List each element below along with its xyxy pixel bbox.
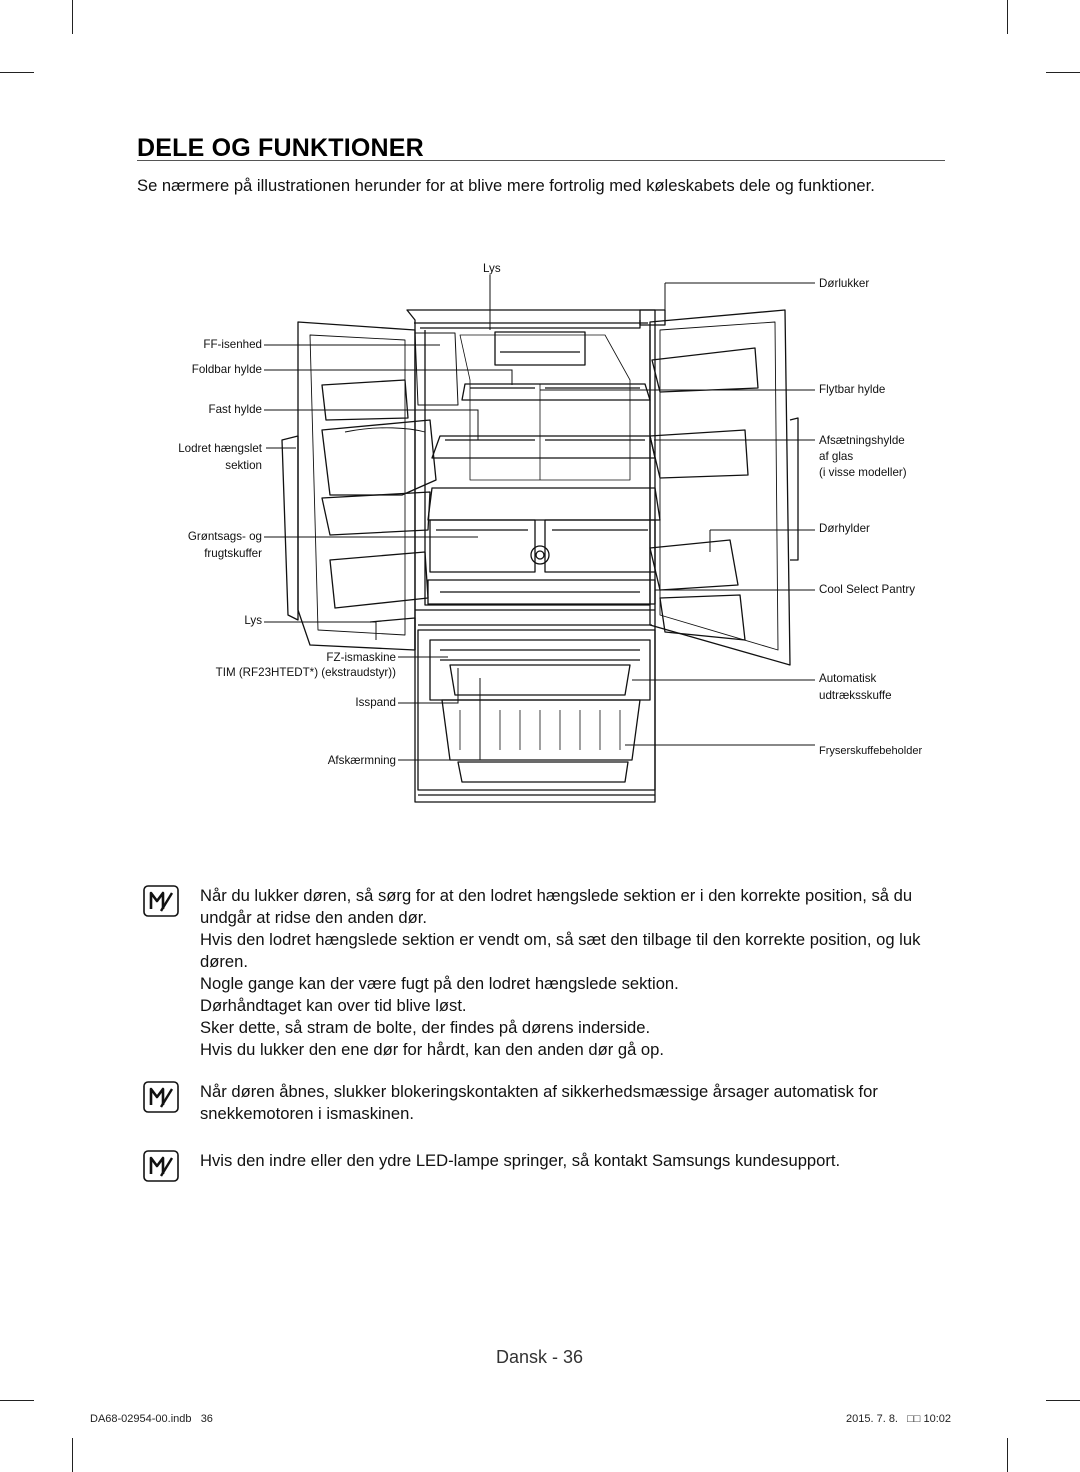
label-lodret-haengslet: Lodret hængslet sektion <box>178 442 262 473</box>
note-block: Hvis den indre eller den ydre LED-lampe … <box>143 1150 953 1186</box>
label-dorhylder: Dørhylder <box>819 522 870 535</box>
crop-mark <box>0 72 34 73</box>
label-line: sektion <box>225 459 262 472</box>
note-paragraph: Hvis den lodret hængslede sektion er ven… <box>200 930 921 971</box>
note-paragraph: Nogle gange kan der være fugt på den lod… <box>200 974 679 993</box>
note-paragraph: Når du lukker døren, så sørg for at den … <box>200 886 913 927</box>
crop-mark <box>1007 1438 1008 1472</box>
note-paragraph: Når døren åbnes, slukker blokeringskonta… <box>200 1082 878 1123</box>
label-flytbar-hylde: Flytbar hylde <box>819 383 886 396</box>
crop-mark <box>0 1400 34 1401</box>
label-cool-select: Cool Select Pantry <box>819 583 916 596</box>
label-foldbar-hylde: Foldbar hylde <box>191 363 262 376</box>
label-fz-ismaskine: FZ-ismaskine <box>326 651 396 664</box>
label-dorlukker: Dørlukker <box>819 277 870 290</box>
label-lys-top: Lys <box>483 262 501 275</box>
label-line: frugtskuffer <box>204 547 262 560</box>
note-paragraph: Dørhåndtaget kan over tid blive løst. <box>200 996 467 1015</box>
label-automatisk: Automatisk udtræksskuffe <box>819 672 892 703</box>
page-title: DELE OG FUNKTIONER <box>137 134 424 162</box>
label-tim: TIM (RF23HTEDT*) (ekstraudstyr)) <box>215 666 396 679</box>
label-line: Afsætningshylde <box>819 434 905 447</box>
label-fast-hylde: Fast hylde <box>208 403 263 416</box>
crop-mark <box>1046 1400 1080 1401</box>
label-line: Grøntsags- og <box>187 530 262 543</box>
label-line: udtræksskuffe <box>819 689 892 702</box>
note-icon <box>143 885 179 917</box>
footer-file: DA68-02954-00.indb 36 <box>90 1413 213 1425</box>
page-number: Dansk - 36 <box>496 1347 584 1367</box>
note-text: Når du lukker døren, så sørg for at den … <box>200 885 950 1061</box>
crop-mark <box>1046 72 1080 73</box>
label-line: af glas <box>819 450 854 463</box>
label-line: Automatisk <box>819 672 877 685</box>
label-afskaermning: Afskærmning <box>327 754 396 767</box>
note-paragraph: Hvis du lukker den ene dør for hårdt, ka… <box>200 1040 664 1059</box>
note-icon <box>143 1150 179 1182</box>
crop-mark <box>72 1438 73 1472</box>
label-grontsags: Grøntsags- og frugtskuffer <box>188 530 262 561</box>
label-isspand: Isspand <box>355 696 396 709</box>
label-ff-isenhed: FF-isenhed <box>203 338 262 351</box>
crop-mark <box>72 0 73 34</box>
label-line: Lodret hængslet <box>178 442 262 455</box>
label-line: (i visse modeller) <box>819 466 907 479</box>
title-divider <box>137 160 945 161</box>
crop-mark <box>1007 0 1008 34</box>
label-lys-bottom: Lys <box>244 614 262 627</box>
note-text: Når døren åbnes, slukker blokeringskonta… <box>200 1081 950 1125</box>
note-paragraph: Sker dette, så stram de bolte, der finde… <box>200 1018 651 1037</box>
note-block: Når du lukker døren, så sørg for at den … <box>143 885 953 1065</box>
label-fryserskuffebeholder: Fryserskuffebeholder <box>819 745 923 757</box>
note-icon <box>143 1081 179 1113</box>
refrigerator-diagram <box>264 275 815 803</box>
intro-text: Se nærmere på illustrationen herunder fo… <box>137 176 875 195</box>
note-text: Hvis den indre eller den ydre LED-lampe … <box>200 1150 950 1172</box>
label-afsaetningshylde: Afsætningshylde af glas (i visse modelle… <box>819 434 907 480</box>
note-block: Når døren åbnes, slukker blokeringskonta… <box>143 1081 953 1131</box>
footer-timestamp: 2015. 7. 8. □□ 10:02 <box>846 1413 952 1425</box>
note-paragraph: Hvis den indre eller den ydre LED-lampe … <box>200 1151 841 1170</box>
